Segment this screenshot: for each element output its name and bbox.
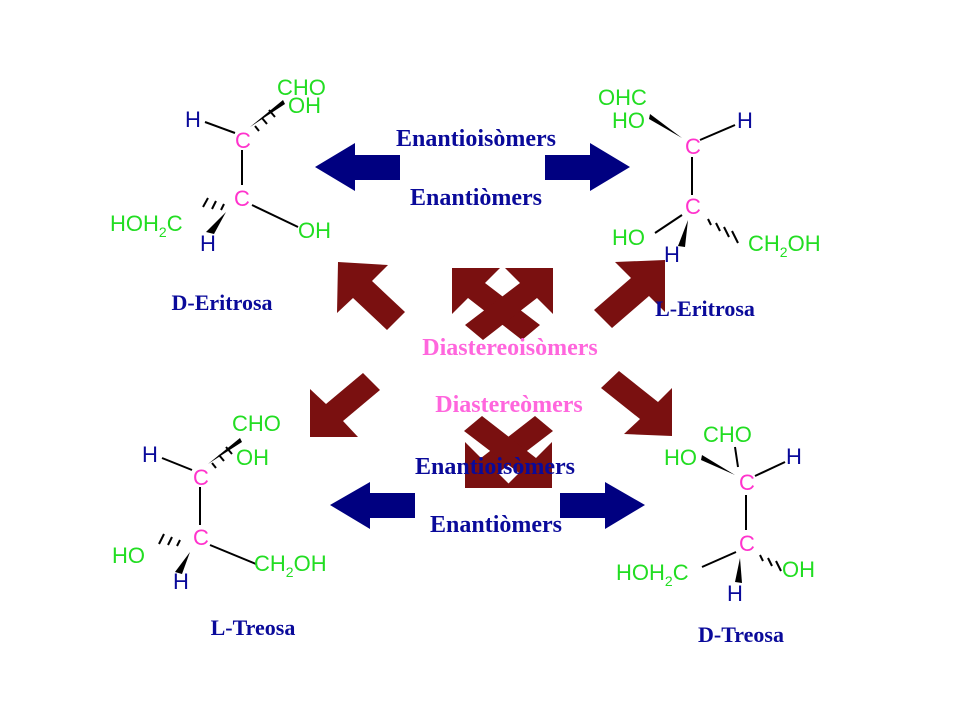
label-enantiomers-bottom: Enantiòmers <box>430 512 562 538</box>
carbon-2: C <box>739 531 755 556</box>
cho-group: CHO <box>232 411 281 436</box>
carbon-1: C <box>235 128 251 153</box>
ho-group: HO <box>612 108 645 133</box>
carbon-1: C <box>193 465 209 490</box>
enantiomer-arrow-top-right <box>545 143 630 191</box>
diastereomer-arrow-down-left <box>310 373 380 437</box>
hydrogen: H <box>737 108 753 133</box>
hoh2c-group: HOH2C <box>616 560 689 589</box>
molecule-d-treosa: CHO HO H C C HOH2C H OH D-Treosa <box>616 422 815 647</box>
name-l-eritrosa: L-Eritrosa <box>655 296 755 321</box>
ho-group: HO <box>612 225 645 250</box>
hydrogen: H <box>664 242 680 267</box>
diastereomer-arrow-down-right <box>601 371 672 436</box>
label-diastereoisomers: Diastereoisòmers <box>422 335 598 361</box>
diastereomer-arrow-center-top-b <box>465 268 553 340</box>
molecule-l-treosa: CHO OH H C C HO H CH2OH L-Treosa <box>112 411 327 640</box>
ho-group: HO <box>664 445 697 470</box>
hydrogen: H <box>173 569 189 594</box>
hydrogen: H <box>185 107 201 132</box>
label-enantioisomers-top: Enantioisòmers <box>396 126 556 152</box>
cho-group: CHO <box>703 422 752 447</box>
carbon-1: C <box>739 470 755 495</box>
name-l-treosa: L-Treosa <box>211 615 296 640</box>
ho-group: HO <box>112 543 145 568</box>
diastereomer-arrow-up-left <box>337 262 405 330</box>
oh-group: OH <box>298 218 331 243</box>
name-d-treosa: D-Treosa <box>698 622 784 647</box>
carbon-2: C <box>234 186 250 211</box>
carbon-2: C <box>193 525 209 550</box>
diastereomer-arrows <box>310 260 672 488</box>
enantiomer-arrow-bottom-right <box>560 482 645 529</box>
hydrogen: H <box>786 444 802 469</box>
ch2oh-group: CH2OH <box>748 231 821 260</box>
molecule-l-eritrosa: OHC HO H C C HO H CH2OH L-Eritrosa <box>598 85 821 321</box>
hydrogen: H <box>200 231 216 256</box>
enantiomer-arrow-top-left <box>315 143 400 191</box>
cho-group: CHO <box>277 75 326 100</box>
hydrogen: H <box>727 581 743 606</box>
ch2oh-group: CH2OH <box>254 551 327 580</box>
name-d-eritrosa: D-Eritrosa <box>171 290 272 315</box>
diastereomer-arrow-center-bottom-b <box>464 416 552 488</box>
hoh2c-group: HOH2C <box>110 211 183 240</box>
oh-group: OH <box>236 445 269 470</box>
carbon-2: C <box>685 194 701 219</box>
diastereomer-arrow-up-right <box>594 260 665 328</box>
molecule-d-eritrosa: C C H CHO OH HOH2C H OH D-Eritrosa <box>110 75 331 315</box>
enantiomer-arrow-bottom-left <box>330 482 415 529</box>
label-diastereomers: Diastereòmers <box>435 392 583 418</box>
ohc-group: OHC <box>598 85 647 110</box>
oh-group: OH <box>288 93 321 118</box>
label-enantioisomers-bottom: Enantioisòmers <box>415 454 575 480</box>
oh-group: OH <box>782 557 815 582</box>
hydrogen: H <box>142 442 158 467</box>
label-enantiomers-top: Enantiòmers <box>410 185 542 211</box>
carbon-1: C <box>685 134 701 159</box>
